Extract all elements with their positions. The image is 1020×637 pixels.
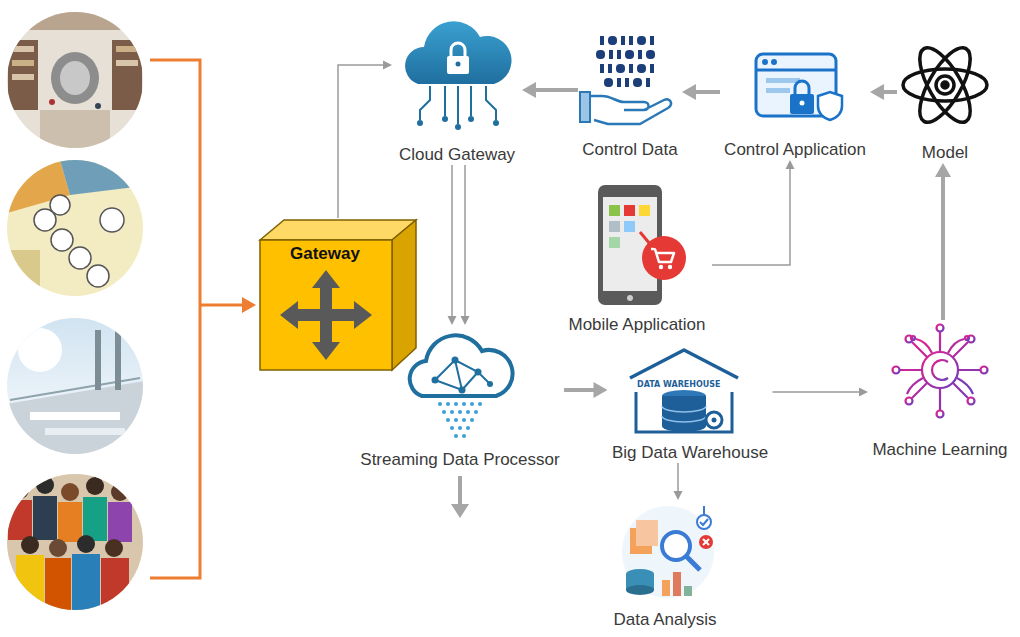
flow-arrow — [773, 388, 869, 397]
flow-arrow — [674, 463, 683, 500]
connector-line — [464, 165, 466, 317]
cloud-gateway-node: Cloud Gateway — [392, 15, 522, 165]
arrowhead — [594, 382, 608, 398]
node-label: Control Application — [724, 140, 866, 160]
flow-arrow — [935, 163, 951, 320]
node-label: Model — [922, 143, 968, 163]
arrowhead — [448, 316, 457, 325]
flow-arrow — [870, 84, 897, 100]
flow-arrow — [522, 82, 578, 98]
arrowhead — [870, 84, 884, 100]
warehouse-icon — [630, 350, 738, 432]
node-label: Mobile Application — [568, 315, 705, 335]
flow-arrow — [682, 84, 720, 100]
control-data-node: Control Data — [578, 30, 682, 160]
connector-line — [451, 165, 453, 317]
arrowhead — [682, 84, 696, 100]
node-label: Cloud Gateway — [399, 145, 515, 165]
connector-line — [338, 65, 384, 218]
output-arrowhead — [451, 504, 469, 518]
queue-cartoon — [0, 150, 150, 310]
model-atom-icon — [903, 41, 987, 130]
secure-app-icon — [756, 54, 842, 120]
node-label: Machine Learning — [872, 440, 1007, 460]
node-label: Data Analysis — [614, 610, 717, 630]
connector-line — [712, 168, 790, 265]
analysis-icon — [622, 506, 714, 598]
arrowhead — [935, 163, 951, 177]
connector-line — [535, 88, 578, 92]
arrowhead — [522, 82, 536, 98]
cloud-lock-icon — [405, 21, 511, 130]
arrowhead — [461, 316, 470, 325]
phone-icon — [598, 185, 686, 305]
mobile-app-node: Mobile Application — [562, 180, 712, 335]
connector-line — [564, 388, 595, 392]
ml-node: Machine Learning — [868, 320, 1012, 460]
model-node: Model — [897, 35, 993, 163]
flow-arrow — [712, 160, 795, 265]
arrowhead — [674, 491, 683, 500]
group-bracket — [150, 60, 200, 578]
streaming-node: Streaming Data Processor — [356, 325, 564, 470]
airport-photo — [0, 310, 150, 470]
arrowhead — [859, 388, 868, 397]
bracket-arrowhead — [242, 297, 256, 313]
analysis-node: Data Analysis — [610, 500, 721, 630]
connector-line — [941, 176, 945, 320]
node-label: Control Data — [582, 140, 677, 160]
node-label: Streaming Data Processor — [360, 450, 559, 470]
icon-caption: DATA WAREHOUSE — [637, 380, 721, 390]
connector-line — [695, 90, 720, 94]
node-label: Big Data Warehouse — [612, 443, 768, 463]
mall-photo — [0, 0, 150, 150]
connector-line — [677, 463, 679, 492]
arrowhead — [383, 61, 392, 70]
connector-line — [883, 90, 897, 94]
warehouse-node: Big Data Warehouse — [608, 345, 773, 463]
control-app-node: Control Application — [720, 45, 870, 160]
arrowhead — [786, 160, 795, 169]
bracket-arrow — [200, 304, 244, 307]
crowd-photo — [0, 470, 150, 620]
data-hand-icon — [580, 36, 671, 124]
flow-arrow — [564, 382, 608, 398]
box-title: Gateway — [290, 244, 360, 264]
flow-arrow — [461, 165, 470, 325]
connector-line — [773, 391, 861, 393]
gateway-box: Gateway — [258, 218, 418, 372]
flow-arrow — [338, 61, 392, 219]
gateway-cube — [258, 218, 418, 372]
ml-brain-icon — [893, 325, 988, 418]
flow-arrow — [448, 165, 457, 325]
output-arrow — [458, 476, 462, 505]
stream-cloud-icon — [410, 335, 513, 438]
